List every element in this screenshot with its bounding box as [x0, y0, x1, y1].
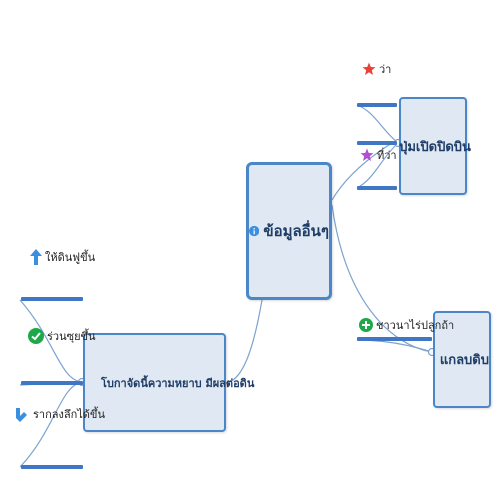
connector-central-left — [225, 299, 263, 384]
flag-icon — [435, 359, 436, 361]
left-child-1-bar — [21, 297, 83, 301]
right-branch-label: แกลบดิบ — [439, 353, 489, 368]
top-child-3-bar[interactable] — [357, 186, 397, 190]
left-branch-label: โบกาจัดนี้ความหยาบ มีผลต่อดิน — [101, 376, 255, 390]
top-child-1-bar — [357, 103, 397, 107]
red-star-icon — [362, 62, 376, 75]
right-branch-node[interactable]: แกลบดิบ — [433, 311, 491, 408]
left-child-2-bar — [21, 381, 83, 385]
top-child-1-label: ว่า — [379, 63, 392, 76]
left-child-1-label: ให้ดินฟูขึ้น — [45, 251, 96, 264]
top-child-2-bar — [357, 141, 397, 145]
connector-central-top — [331, 142, 393, 201]
top-branch-label: ปุ่มเปิดปิดบิน — [399, 139, 471, 155]
plus-icon — [359, 318, 373, 332]
left-child-1[interactable]: ให้ดินฟูขึ้น — [30, 248, 95, 266]
connector-right-children — [356, 339, 433, 353]
top-child-1[interactable]: ว่า — [362, 60, 391, 78]
check-icon — [28, 328, 44, 344]
left-child-3[interactable]: รากลงลึกได้ขึ้น — [14, 405, 105, 423]
info-icon — [249, 225, 260, 237]
central-node[interactable]: ข้อมูลอื่นๆ — [246, 162, 332, 300]
left-child-3-bar — [21, 465, 83, 469]
arrow-down-icon — [16, 408, 27, 422]
left-child-3-label: รากลงลึกได้ขึ้น — [33, 408, 105, 421]
right-child-1-label: ชาวนาไร่ปลูกถ้า — [376, 319, 455, 332]
right-child-1-bar — [357, 337, 432, 341]
left-branch-node[interactable]: โบกาจัดนี้ความหยาบ มีผลต่อดิน — [83, 333, 254, 432]
arrow-up-icon — [30, 249, 42, 265]
right-child-1[interactable]: ชาวนาไร่ปลูกถ้า — [359, 316, 454, 334]
central-node-label: ข้อมูลอื่นๆ — [263, 222, 329, 240]
top-child-2[interactable]: ที่ว่า — [360, 146, 397, 164]
left-child-2[interactable]: ร่วนซุยขึ้น — [28, 327, 96, 345]
purple-star-icon — [360, 148, 374, 161]
top-branch-node[interactable]: ปุ่มเปิดปิดบิน — [399, 97, 471, 195]
left-child-2-label: ร่วนซุยขึ้น — [47, 330, 96, 343]
top-child-2-label: ที่ว่า — [377, 149, 397, 162]
